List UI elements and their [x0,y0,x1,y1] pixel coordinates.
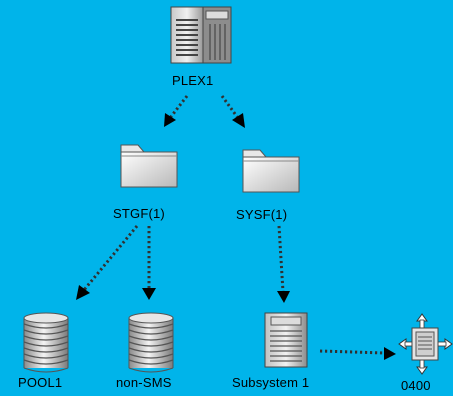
folder-icon [242,149,300,193]
node-sysf-label: SYSF(1) [236,207,288,222]
node-device-0400[interactable]: 0400 [398,312,453,396]
connector-plex-sysf [220,95,240,119]
node-pool1[interactable]: POOL1 [18,312,88,396]
node-nonsms[interactable]: non-SMS [115,312,195,396]
server-tower-icon [170,6,232,64]
node-stgf-label: STGF(1) [113,206,165,221]
arrowhead-plex-sysf [232,113,245,128]
connector-subsystem-device [319,349,386,355]
node-pool1-label: POOL1 [18,375,63,390]
storage-stack-icon [128,312,174,373]
arrowhead-stgf-pool1 [76,285,90,300]
arrowhead-stgf-nonsms [142,288,156,300]
node-subsystem[interactable]: Subsystem 1 [232,312,327,396]
storage-subsystem-icon [264,312,308,368]
node-subsystem-label: Subsystem 1 [232,375,310,390]
node-stgf[interactable]: STGF(1) [110,140,190,225]
arrowhead-sysf-subsystem [277,291,290,303]
node-device-label: 0400 [401,378,431,393]
storage-stack-icon [23,312,69,373]
node-nonsms-label: non-SMS [116,375,172,390]
connector-stgf-pool1 [82,225,139,291]
folder-icon [120,144,178,188]
node-plex1-label: PLEX1 [172,73,214,88]
device-icon [398,313,453,375]
connector-sysf-subsystem [277,225,285,293]
arrowhead-plex-stgf [164,113,176,127]
node-plex1[interactable]: PLEX1 [170,6,232,96]
arrowhead-subsystem-device [384,347,396,360]
connector-plex-stgf [168,95,189,119]
node-sysf[interactable]: SYSF(1) [232,145,312,230]
